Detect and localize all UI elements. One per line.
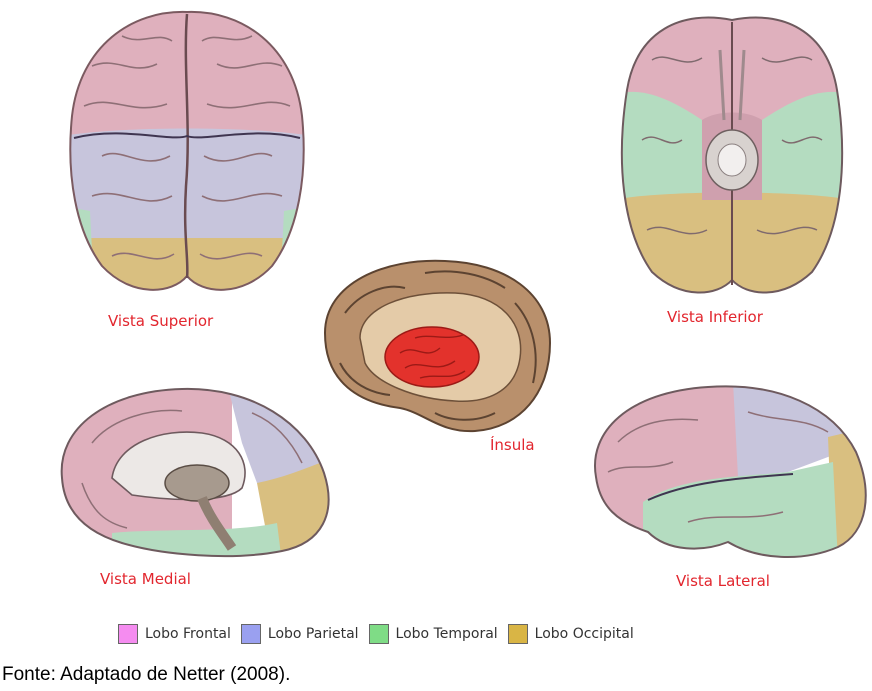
brain-inferior-illustration: [612, 10, 852, 300]
brain-inferior-view: [612, 10, 852, 300]
brain-superior-view: [62, 6, 312, 296]
brain-lateral-view: [588, 382, 870, 562]
label-insula: Ínsula: [490, 436, 535, 454]
legend-swatch-frontal: [118, 624, 138, 644]
lobe-legend: Lobo Frontal Lobo Parietal Lobo Temporal…: [118, 620, 644, 648]
legend-item-frontal: Lobo Frontal: [118, 624, 231, 644]
label-vista-medial: Vista Medial: [100, 570, 191, 588]
brain-medial-illustration: [52, 383, 332, 563]
legend-label-occipital: Lobo Occipital: [535, 626, 634, 642]
label-vista-superior: Vista Superior: [108, 312, 213, 330]
brain-lateral-illustration: [588, 382, 870, 562]
source-caption: Fonte: Adaptado de Netter (2008).: [2, 664, 290, 686]
legend-swatch-occipital: [508, 624, 528, 644]
legend-item-temporal: Lobo Temporal: [369, 624, 498, 644]
thalamus: [165, 465, 229, 501]
legend-label-frontal: Lobo Frontal: [145, 626, 231, 642]
brain-superior-illustration: [62, 6, 312, 296]
legend-swatch-temporal: [369, 624, 389, 644]
legend-item-occipital: Lobo Occipital: [508, 624, 634, 644]
brain-insula-illustration: [305, 253, 555, 438]
brain-insula-view: [305, 253, 555, 438]
label-vista-inferior: Vista Inferior: [667, 308, 763, 326]
legend-label-parietal: Lobo Parietal: [268, 626, 359, 642]
brain-medial-view: [52, 383, 332, 563]
label-vista-lateral: Vista Lateral: [676, 572, 770, 590]
legend-label-temporal: Lobo Temporal: [396, 626, 498, 642]
legend-swatch-parietal: [241, 624, 261, 644]
legend-item-parietal: Lobo Parietal: [241, 624, 359, 644]
